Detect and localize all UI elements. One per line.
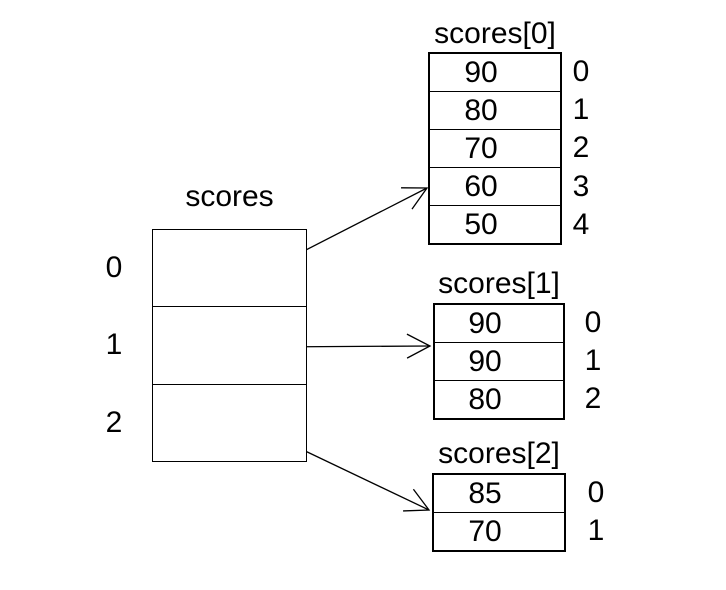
- main-array-title: scores: [185, 180, 274, 213]
- main-array-index-label: 1: [105, 328, 123, 362]
- array-value-cell: 90: [435, 305, 563, 343]
- sub-array-1-index-column: 0 1 2: [576, 304, 610, 419]
- array-index-label: 2: [584, 382, 602, 416]
- array-index-label: 0: [587, 476, 605, 510]
- sub-array-0-index-column: 0 1 2 3 4: [564, 53, 598, 244]
- array-value-cell: 70: [468, 514, 502, 548]
- array-index-label: 0: [584, 306, 602, 340]
- array-value-cell: 80: [430, 92, 560, 130]
- sub-array-2-title: scores[2]: [438, 437, 560, 470]
- main-array-slot: [153, 385, 306, 461]
- main-array-slot: [153, 307, 306, 385]
- array-value-cell: 90: [430, 54, 560, 92]
- array-value-cell: 70: [430, 130, 560, 168]
- main-array-index-label: 0: [105, 250, 123, 284]
- array-index-label: 4: [572, 207, 590, 241]
- array-value-cell: 60: [430, 168, 560, 206]
- sub-array-0-title: scores[0]: [434, 17, 556, 50]
- main-array-box: [152, 229, 307, 462]
- sub-array-1-title: scores[1]: [438, 267, 560, 300]
- array-index-label: 2: [572, 131, 590, 165]
- array-value-cell: 50: [464, 207, 498, 241]
- main-array-index-column: 0 1 2: [96, 229, 132, 462]
- array-index-label: 1: [587, 514, 605, 548]
- array-value-cell: 80: [468, 382, 502, 416]
- array-value-cell: 85: [434, 475, 564, 513]
- array-index-label: 0: [572, 55, 590, 89]
- array-index-label: 3: [572, 169, 590, 203]
- main-array-slot: [153, 230, 306, 308]
- array-index-label: 1: [584, 344, 602, 378]
- array-value-cell: 90: [435, 343, 563, 381]
- array-index-label: 1: [572, 93, 590, 127]
- main-array-index-label: 2: [105, 405, 123, 439]
